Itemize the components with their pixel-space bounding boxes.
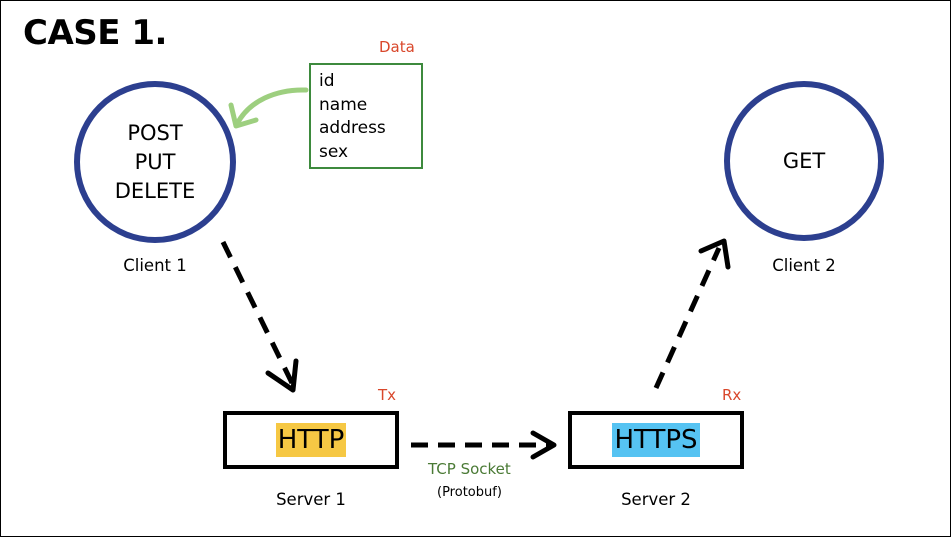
server1-caption: Server 1 [276,490,346,509]
client2-method-get: GET [782,148,826,173]
client2-node: GET [724,81,884,241]
client1-caption: Client 1 [123,256,187,275]
server1-to-server2-arrow [411,430,557,460]
server2-caption: Server 2 [621,490,691,509]
client1-method-delete: DELETE [114,178,196,203]
connection-sublabel: (Protobuf) [437,485,502,500]
server2-to-client2-arrow [653,238,731,390]
server2-protocol: HTTPS [612,423,700,457]
client1-method-put: PUT [134,149,176,174]
server1-protocol: HTTP [275,423,347,457]
client1-to-server1-arrow [220,240,299,393]
client1-method-post: POST [127,120,183,145]
server1-tag: Tx [378,386,397,404]
case-title: CASE 1. [23,13,167,53]
data-field-id: id [319,71,335,91]
data-label: Data [379,38,415,56]
server2-tag: Rx [722,386,742,404]
client1-node: POST PUT DELETE [74,81,236,243]
client2-caption: Client 2 [772,256,836,275]
data-box: id name address sex [309,63,423,169]
connection-label: TCP Socket [428,460,511,478]
data-field-name: name [319,94,368,115]
server2-node: HTTPS [568,411,744,469]
server1-node: HTTP [223,411,399,469]
data-field-address: address [319,118,386,138]
data-to-client1-arrow [228,87,309,129]
data-field-sex: sex [319,141,349,162]
